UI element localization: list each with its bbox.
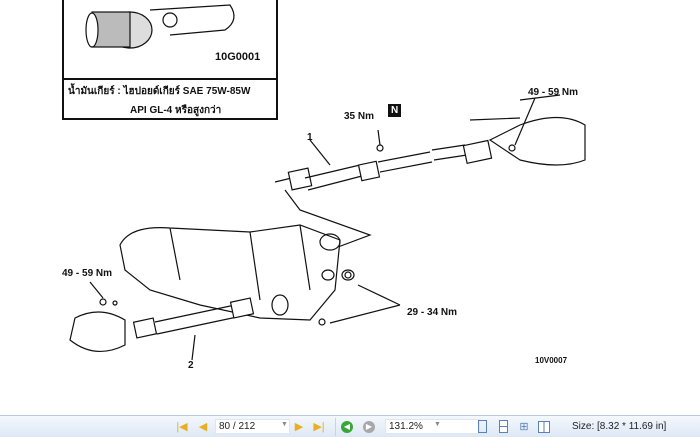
page-size-label: Size: [8.32 * 11.69 in] xyxy=(572,421,667,432)
inset-drawing xyxy=(85,4,235,49)
part-number-2: 2 xyxy=(188,360,194,371)
inset-box xyxy=(62,0,278,120)
nut-badge: N xyxy=(388,104,402,117)
zoom-value: 131.2% xyxy=(389,421,423,432)
back-icon: ◀ xyxy=(341,420,353,433)
transmission-case xyxy=(119,224,355,321)
page-number-value: 80 / 212 xyxy=(219,421,256,432)
zoom-dropdown-arrow[interactable]: ▼ xyxy=(434,421,441,428)
figure-code: 10V0007 xyxy=(535,356,568,365)
last-page-icon: ▶| xyxy=(313,421,325,433)
page-number-input[interactable]: 80 / 212 xyxy=(215,419,290,434)
torque-label-front: 49 - 59 Nm xyxy=(62,268,113,279)
next-page-button[interactable]: ▶ xyxy=(294,419,304,434)
page-dropdown-arrow[interactable]: ▼ xyxy=(281,421,288,428)
inset-note-line2: API GL-4 หรือสูงกว่า xyxy=(130,105,222,116)
grid-view-button[interactable]: ⊞ xyxy=(518,419,530,434)
part-number-1: 1 xyxy=(307,132,313,143)
forward-icon: ▶ xyxy=(363,420,375,433)
single-page-view-button[interactable] xyxy=(476,419,488,434)
back-button[interactable]: ◀ xyxy=(340,419,354,434)
torque-label-rear: 49 - 59 Nm xyxy=(528,87,579,98)
inset-code: 10G0001 xyxy=(215,51,261,63)
continuous-view-button[interactable] xyxy=(497,419,509,434)
grid-icon: ⊞ xyxy=(519,421,529,433)
torque-label-transfer: 29 - 34 Nm xyxy=(407,307,458,318)
facing-view-button[interactable] xyxy=(537,419,551,434)
front-propeller-shaft xyxy=(69,271,401,361)
inset-note-line1: น้ำมันเกียร์ : ไฮปอยด์เกียร์ SAE 75W-85W xyxy=(68,86,251,97)
first-page-icon: |◀ xyxy=(176,421,188,433)
document-page: 10G0001 น้ำมันเกียร์ : ไฮปอยด์เกียร์ SAE… xyxy=(62,0,586,371)
first-page-button[interactable]: |◀ xyxy=(176,419,188,434)
torque-label-center: 35 Nm xyxy=(344,111,375,122)
zoom-input[interactable]: 131.2% xyxy=(385,419,480,434)
last-page-button[interactable]: ▶| xyxy=(312,419,326,434)
single-page-icon xyxy=(477,420,487,433)
continuous-icon xyxy=(498,420,508,433)
next-page-icon: ▶ xyxy=(294,421,304,433)
viewer-toolbar: |◀ ◀ 80 / 212 ▼ ▶ ▶| ◀ ▶ 131.2% ▼ ⊞ Size… xyxy=(0,415,700,437)
facing-icon xyxy=(538,420,550,433)
rear-propeller-shaft xyxy=(274,94,586,191)
forward-button[interactable]: ▶ xyxy=(362,419,376,434)
prev-page-icon: ◀ xyxy=(198,421,208,433)
driveshaft-diagram xyxy=(69,4,586,361)
prev-page-button[interactable]: ◀ xyxy=(198,419,208,434)
